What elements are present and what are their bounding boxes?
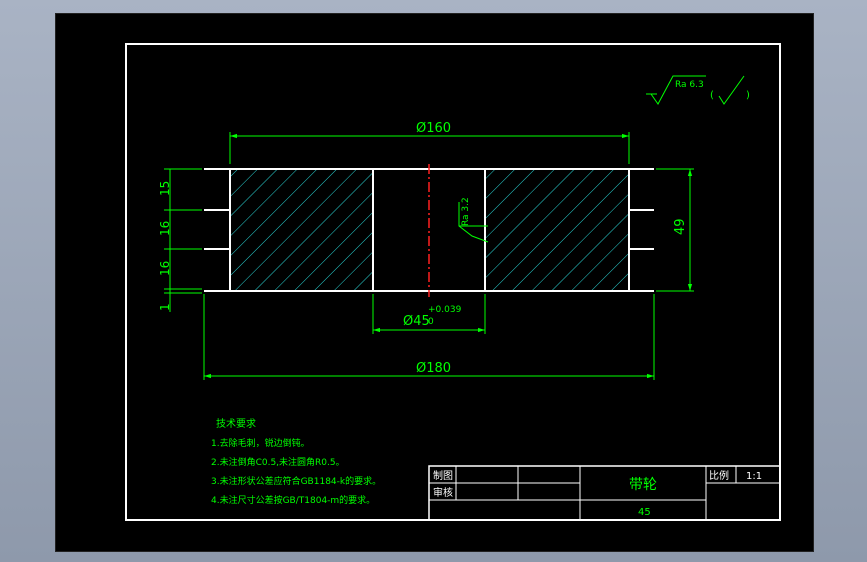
scale-value: 1:1 (746, 471, 762, 482)
notes-item-3: 3.未注形状公差应符合GB1184-k的要求。 (211, 475, 381, 487)
roughness-general: Ra 6.3 (675, 80, 704, 90)
title-block (428, 465, 781, 521)
scale-label: 比例 (709, 469, 729, 482)
dim-g1: 1 (158, 303, 172, 311)
dim-g15: 15 (158, 181, 172, 196)
dim-d160: Ø160 (416, 121, 451, 136)
notes-item-1: 1.去除毛刺，锐边倒钝。 (211, 437, 310, 449)
section-hatch-right (485, 170, 628, 290)
notes-title: 技术要求 (216, 417, 256, 430)
title-checked-label: 审核 (433, 486, 453, 499)
technical-notes: 技术要求 1.去除毛刺，锐边倒钝。 2.未注倒角C0.5,未注圆角R0.5。 3… (211, 417, 381, 506)
dim-d180: Ø180 (416, 361, 451, 376)
cad-viewport[interactable]: Ø160 Ø180 Ø45 +0.039 0 49 15 16 16 1 Ra … (55, 13, 814, 552)
dim-h49: 49 (673, 218, 688, 235)
part-name: 带轮 (629, 477, 657, 493)
dim-g16a: 16 (158, 221, 172, 236)
dim-tol-upper: +0.039 (428, 305, 462, 315)
dimension-lines (164, 75, 745, 380)
roughness-paren-close: ) (746, 90, 750, 101)
drawing-canvas: Ø160 Ø180 Ø45 +0.039 0 49 15 16 16 1 Ra … (125, 43, 781, 521)
dim-g16b: 16 (158, 261, 172, 276)
notes-item-4: 4.未注尺寸公差按GB/T1804-m的要求。 (211, 494, 375, 506)
roughness-paren-open: ( (710, 90, 714, 101)
material: 45 (638, 507, 651, 518)
roughness-bore: Ra 3.2 (461, 197, 471, 226)
dim-tol-lower: 0 (428, 317, 434, 327)
notes-item-2: 2.未注倒角C0.5,未注圆角R0.5。 (211, 456, 345, 468)
title-drawn-label: 制图 (433, 469, 453, 482)
section-hatch-left (231, 170, 373, 290)
dim-d45: Ø45 (403, 314, 430, 329)
